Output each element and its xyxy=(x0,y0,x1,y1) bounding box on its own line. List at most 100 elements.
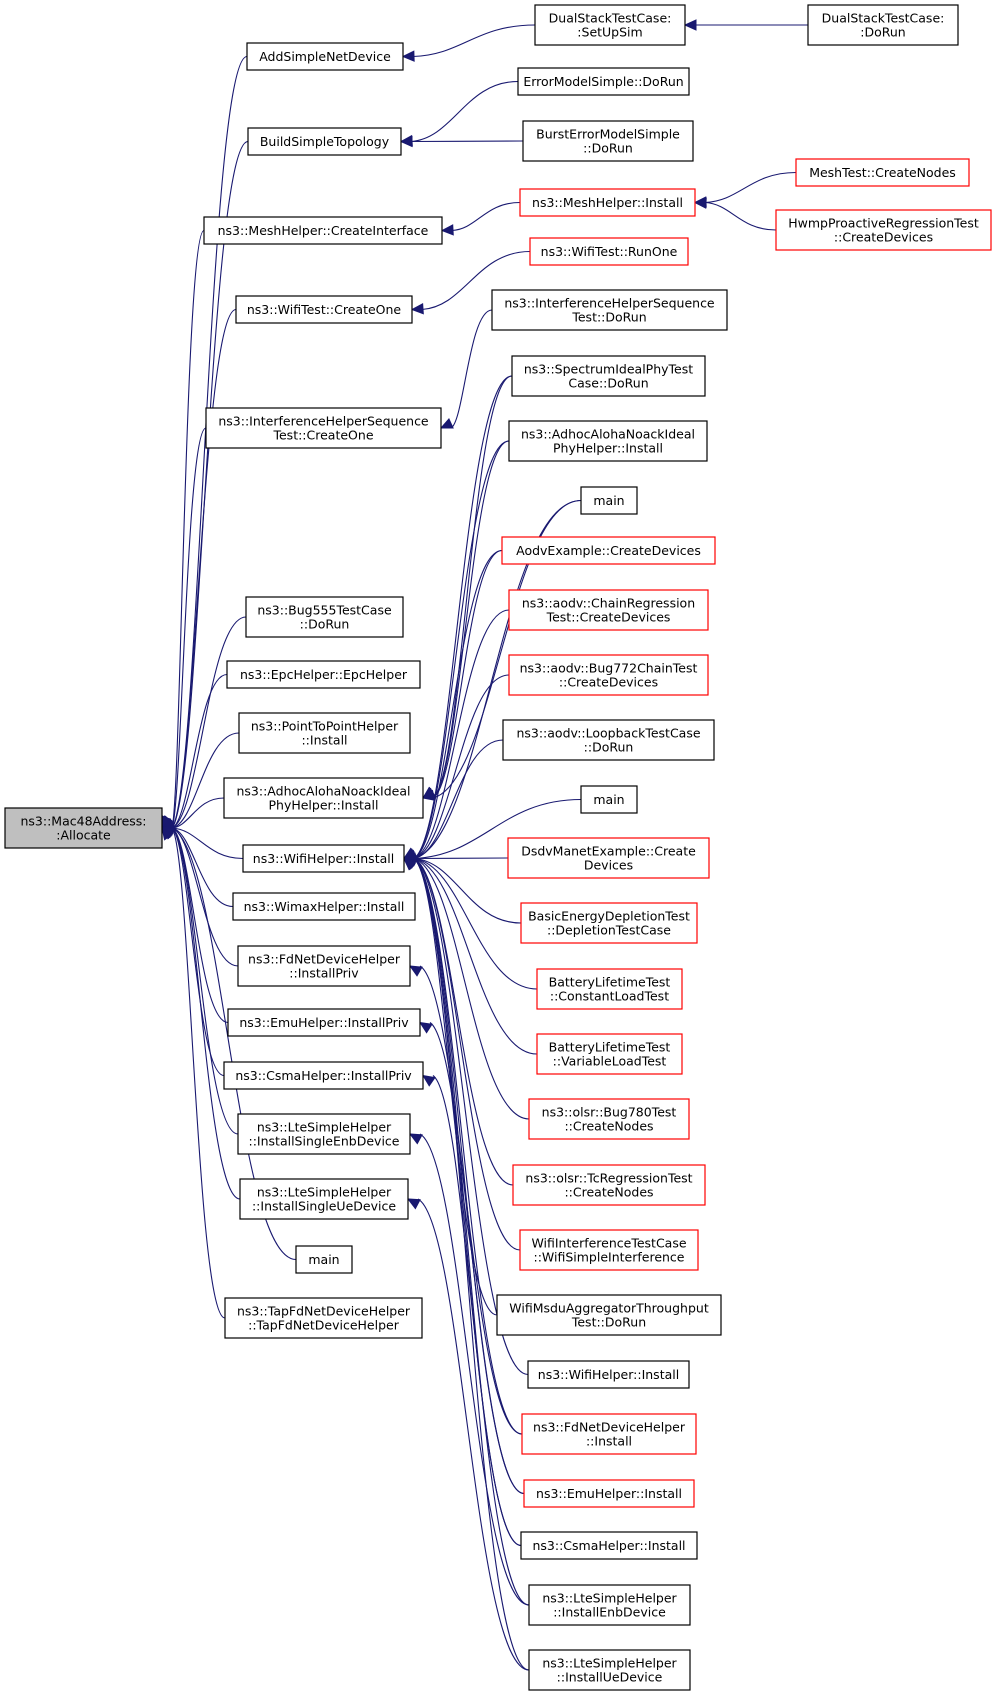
node-ihstcreate[interactable]: ns3::InterferenceHelperSequenceTest::Cre… xyxy=(205,407,442,449)
call-edge-lteenbsingle-lteenb xyxy=(408,1133,530,1606)
node-label: DualStackTestCase: xyxy=(822,11,945,26)
node-label: ::InstallEnbDevice xyxy=(553,1605,666,1620)
node-label: ns3::AdhocAlohaNoackIdeal xyxy=(237,784,411,799)
node-label: BuildSimpleTopology xyxy=(260,134,390,149)
node-label: ::CreateNodes xyxy=(564,1185,653,1200)
node-emupriv[interactable]: ns3::EmuHelper::InstallPriv xyxy=(227,1008,421,1037)
node-label: ::Install xyxy=(586,1434,632,1449)
node-label: ns3::MeshHelper::Install xyxy=(532,195,683,210)
node-wifitestcreate[interactable]: ns3::WifiTest::CreateOne xyxy=(235,295,413,324)
node-lteuesingle[interactable]: ns3::LteSimpleHelper::InstallSingleUeDev… xyxy=(239,1178,409,1220)
node-fdpriv[interactable]: ns3::FdNetDeviceHelper::InstallPriv xyxy=(237,945,411,987)
node-olsrbug[interactable]: ns3::olsr::Bug780Test::CreateNodes xyxy=(528,1098,690,1140)
node-label: ::InstallSingleUeDevice xyxy=(252,1199,396,1214)
node-battconst[interactable]: BatteryLifetimeTest::ConstantLoadTest xyxy=(536,968,683,1010)
node-label: AodvExample::CreateDevices xyxy=(516,543,701,558)
node-aodvchain[interactable]: ns3::aodv::ChainRegressionTest::CreateDe… xyxy=(508,589,709,631)
node-label: ns3::olsr::Bug780Test xyxy=(542,1105,677,1120)
node-olsrtc[interactable]: ns3::olsr::TcRegressionTest::CreateNodes xyxy=(512,1164,706,1206)
node-bursterr[interactable]: BurstErrorModelSimple::DoRun xyxy=(522,120,694,162)
call-edge-wifihelper-basicenergy xyxy=(402,853,522,924)
node-label: ns3::EmuHelper::Install xyxy=(536,1486,682,1501)
node-label: :Allocate xyxy=(56,828,111,843)
node-aodvbug772[interactable]: ns3::aodv::Bug772ChainTest::CreateDevice… xyxy=(508,654,709,696)
node-aodvex[interactable]: AodvExample::CreateDevices xyxy=(501,536,716,565)
node-label: ns3::WimaxHelper::Install xyxy=(244,899,405,914)
node-main3[interactable]: main xyxy=(580,785,638,814)
node-label: ns3::LteSimpleHelper xyxy=(257,1120,392,1135)
node-wifihelper[interactable]: ns3::WifiHelper::Install xyxy=(242,844,405,873)
call-edge-fdpriv-fdinstall xyxy=(408,965,523,1435)
node-dsdv[interactable]: DsdvManetExample::CreateDevices xyxy=(507,837,710,879)
node-csmainstall[interactable]: ns3::CsmaHelper::Install xyxy=(520,1531,698,1560)
node-label: ns3::FdNetDeviceHelper xyxy=(533,1420,686,1435)
node-label: ErrorModelSimple::DoRun xyxy=(523,74,683,89)
node-wifirunone[interactable]: ns3::WifiTest::RunOne xyxy=(529,237,689,266)
call-edge-adhocinstall-adhoc2 xyxy=(421,440,510,799)
node-label: AddSimpleNetDevice xyxy=(259,49,391,64)
node-label: ns3::olsr::TcRegressionTest xyxy=(525,1171,692,1186)
node-label: ::CreateDevices xyxy=(834,230,933,245)
node-meshcreateif[interactable]: ns3::MeshHelper::CreateInterface xyxy=(203,216,443,245)
node-adhocinstall[interactable]: ns3::AdhocAlohaNoackIdealPhyHelper::Inst… xyxy=(223,777,424,819)
node-tapfd[interactable]: ns3::TapFdNetDeviceHelper::TapFdNetDevic… xyxy=(224,1297,423,1339)
node-aodvloop[interactable]: ns3::aodv::LoopbackTestCase::DoRun xyxy=(502,719,715,761)
call-edge-wifihelper-lteue xyxy=(403,857,530,1671)
node-battvar[interactable]: BatteryLifetimeTest::VariableLoadTest xyxy=(536,1033,683,1075)
node-label: BatteryLifetimeTest xyxy=(549,975,671,990)
node-label: ns3::InterferenceHelperSequence xyxy=(504,296,715,311)
node-label: ::WifiSimpleInterference xyxy=(533,1250,684,1265)
call-edge-root-tapfd xyxy=(161,827,226,1319)
node-basicenergy[interactable]: BasicEnergyDepletionTest::DepletionTestC… xyxy=(520,902,698,944)
node-buildsimple[interactable]: BuildSimpleTopology xyxy=(247,127,402,156)
node-lteenbsingle[interactable]: ns3::LteSimpleHelper::InstallSingleEnbDe… xyxy=(237,1113,411,1155)
node-wimax[interactable]: ns3::WimaxHelper::Install xyxy=(232,892,416,921)
node-bug555[interactable]: ns3::Bug555TestCase::DoRun xyxy=(245,596,404,638)
node-label: Case::DoRun xyxy=(568,376,648,391)
node-adhoc2[interactable]: ns3::AdhocAlohaNoackIdealPhyHelper::Inst… xyxy=(508,420,708,462)
node-label: ns3::LteSimpleHelper xyxy=(542,1591,677,1606)
node-label: ns3::AdhocAlohaNoackIdeal xyxy=(521,427,695,442)
node-epchelper[interactable]: ns3::EpcHelper::EpcHelper xyxy=(226,660,421,689)
node-fdinstall[interactable]: ns3::FdNetDeviceHelper::Install xyxy=(521,1413,697,1455)
node-dssetup[interactable]: DualStackTestCase::SetUpSim xyxy=(534,4,686,46)
node-label: ::InstallSingleEnbDevice xyxy=(249,1134,400,1149)
node-meshtest[interactable]: MeshTest::CreateNodes xyxy=(795,158,970,187)
node-main1[interactable]: main xyxy=(295,1245,353,1274)
call-edge-root-csmapriv xyxy=(161,827,225,1077)
node-lteenb[interactable]: ns3::LteSimpleHelper::InstallEnbDevice xyxy=(528,1584,691,1626)
node-ihstdorun[interactable]: ns3::InterferenceHelperSequenceTest::DoR… xyxy=(491,289,728,331)
node-label: ns3::WifiHelper::Install xyxy=(253,851,394,866)
node-label: ns3::WifiHelper::Install xyxy=(538,1367,679,1382)
node-label: ns3::LteSimpleHelper xyxy=(542,1656,677,1671)
node-label: ns3::aodv::ChainRegression xyxy=(522,596,695,611)
call-edge-csmapriv-csmainstall xyxy=(422,1074,522,1547)
node-p2pinstall[interactable]: ns3::PointToPointHelper::Install xyxy=(238,712,411,754)
node-label: PhyHelper::Install xyxy=(268,798,378,813)
node-label: ::Install xyxy=(301,733,347,748)
node-hwmp[interactable]: HwmpProactiveRegressionTest::CreateDevic… xyxy=(775,209,992,251)
node-label: ns3::PointToPointHelper xyxy=(251,719,399,734)
node-errmodel[interactable]: ErrorModelSimple::DoRun xyxy=(517,67,690,96)
node-label: PhyHelper::Install xyxy=(553,441,663,456)
node-csmapriv[interactable]: ns3::CsmaHelper::InstallPriv xyxy=(223,1061,424,1090)
node-label: WifiMsduAggregatorThroughput xyxy=(509,1301,709,1316)
call-edge-adhocinstall-aodvex xyxy=(421,549,503,799)
node-wifihelper2[interactable]: ns3::WifiHelper::Install xyxy=(527,1360,690,1389)
node-main2[interactable]: main xyxy=(580,486,638,515)
node-label: ns3::WifiTest::CreateOne xyxy=(247,302,402,317)
node-emuinstall[interactable]: ns3::EmuHelper::Install xyxy=(523,1479,695,1508)
node-label: ns3::Mac48Address: xyxy=(20,814,146,829)
node-label: ::InstallPriv xyxy=(289,966,359,981)
node-meshinstall[interactable]: ns3::MeshHelper::Install xyxy=(519,188,696,217)
node-label: ns3::InterferenceHelperSequence xyxy=(218,414,429,429)
node-label: Test::DoRun xyxy=(571,310,646,325)
call-edge-root-epchelper xyxy=(160,673,228,830)
node-lteue[interactable]: ns3::LteSimpleHelper::InstallUeDevice xyxy=(528,1649,691,1691)
node-addsimple[interactable]: AddSimpleNetDevice xyxy=(246,42,404,71)
node-root[interactable]: ns3::Mac48Address::Allocate xyxy=(4,807,163,849)
node-dsdorun[interactable]: DualStackTestCase::DoRun xyxy=(807,4,959,46)
node-wifiinterf[interactable]: WifiInterferenceTestCase::WifiSimpleInte… xyxy=(519,1229,699,1271)
